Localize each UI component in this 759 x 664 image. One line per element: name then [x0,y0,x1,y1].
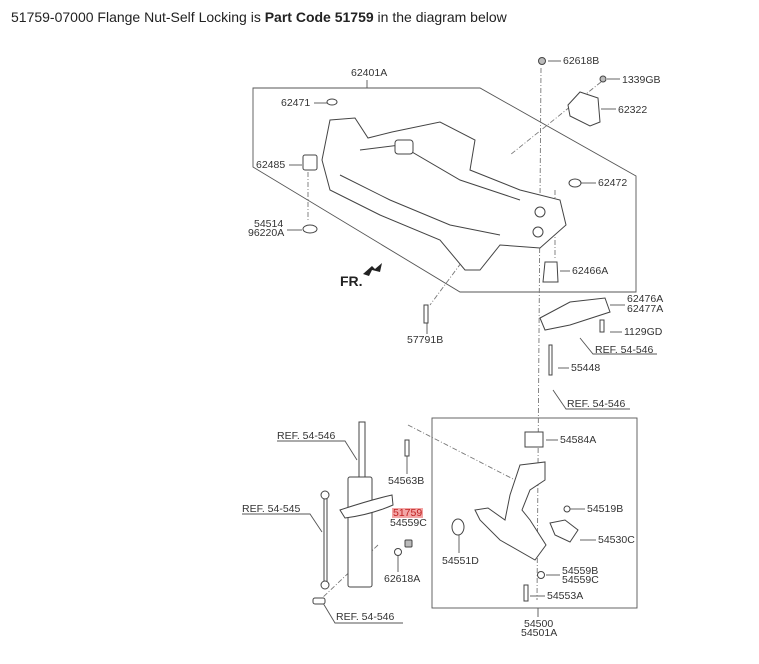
page-caption: 51759-07000 Flange Nut-Self Locking is P… [11,9,507,25]
part-54584A [524,431,544,448]
label-54553A: 54553A [547,590,584,602]
part-54530C [549,519,579,543]
label-54559B: 54559B [562,565,599,577]
label-54551D: 54551D [442,555,479,567]
label-62485: 62485 [256,159,286,171]
ref-54-545: REF. 54-545 [242,503,301,515]
part-54563B [404,439,410,457]
caption-prefix: 51759-07000 Flange Nut-Self Locking is [11,9,265,25]
subframe [321,117,567,271]
label-1339GB: 1339GB [622,74,661,86]
label-96220A: 96220A [248,227,285,239]
label-1129GD: 1129GD [624,326,663,338]
part-54559B [537,571,545,579]
subframe-outline [252,87,637,293]
part-62472 [568,178,582,188]
ref-54-546-c: REF. 54-546 [277,430,336,442]
caption-part-code: Part Code 51759 [264,9,374,25]
label-54519B: 54519B [587,503,624,515]
part-62485 [302,154,318,171]
label-62618B: 62618B [563,55,600,67]
part-62618B [538,57,546,65]
label-62322: 62322 [618,104,648,116]
label-62466A: 62466A [572,265,609,277]
label-54559C-strut: 54559C [390,517,427,529]
part-1129GD [599,319,605,333]
label-54584A: 54584A [560,434,597,446]
part-62471 [326,98,338,106]
part-51759 [404,539,413,548]
caption-suffix: in the diagram below [373,9,507,25]
lower-arm [474,461,547,561]
ref-54-546-d: REF. 54-546 [336,611,395,623]
strut-body [347,476,373,588]
label-57791B: 57791B [407,334,444,346]
part-57791B [423,304,429,324]
label-62476A: 62476A [627,293,664,305]
stabilizer-link [323,494,328,586]
part-62618A [394,548,402,556]
label-54514: 54514 [254,218,284,230]
label-54559C-arm: 54559C [562,574,599,586]
part-55448 [548,344,553,376]
label-55448: 55448 [571,362,601,374]
label-62618A: 62618A [384,573,421,585]
part-62466A [542,261,559,283]
ref-54-546-a: REF. 54-546 [595,344,654,356]
part-54519B [563,505,571,513]
label-62471: 62471 [281,97,311,109]
part-54514 [302,224,318,234]
part-62476A [539,297,611,331]
ref-54-546-b: REF. 54-546 [567,398,626,410]
part-54553A [523,584,529,602]
lower-arm-box [431,417,638,609]
label-54500: 54500 [524,618,554,630]
spring-seat [339,494,394,519]
label-62401A: 62401A [351,67,388,79]
front-arrow-icon [363,263,382,276]
label-54501A: 54501A [521,627,558,639]
strut-rod [358,421,366,478]
part-1339GB [599,75,607,83]
label-54563B: 54563B [388,475,425,487]
label-54530C: 54530C [598,534,635,546]
part-54551D [451,518,465,536]
label-51759-highlighted[interactable]: 51759 [392,507,424,519]
label-62477A: 62477A [627,303,664,315]
label-62472: 62472 [598,177,628,189]
front-label: FR. [340,273,363,289]
part-62322 [567,91,601,127]
